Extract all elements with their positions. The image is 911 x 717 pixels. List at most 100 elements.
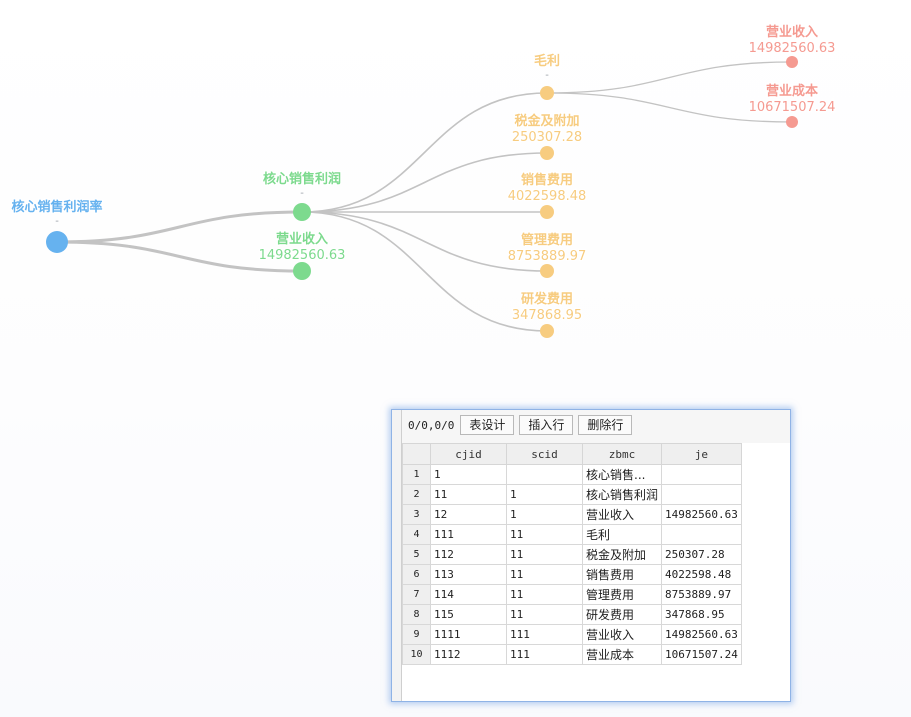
node-circle[interactable] [540,324,554,338]
cell-je[interactable]: 14982560.63 [661,624,742,645]
node-circle[interactable] [540,146,554,160]
node-circle[interactable] [293,203,311,221]
column-header-zbmc[interactable]: zbmc [581,443,663,465]
cell-zbmc[interactable]: 营业收入 [581,624,663,645]
cell-scid[interactable]: 11 [506,544,583,565]
cell-je[interactable]: 10671507.24 [661,644,742,665]
node-circle[interactable] [46,231,68,253]
row-number-cell[interactable]: 2 [402,484,431,505]
cell-scid[interactable]: 1 [506,484,583,505]
delete-row-button[interactable]: 删除行 [578,415,633,435]
cell-cjid[interactable]: 1112 [430,644,507,665]
cell-scid[interactable]: 111 [506,624,583,645]
column-header-scid[interactable]: scid [506,443,583,465]
tree-node[interactable]: 核心销售利润- [262,170,342,221]
pager-text: 0/0,0/0 [408,418,455,432]
cell-zbmc[interactable]: 研发费用 [581,604,663,625]
cell-je[interactable]: 347868.95 [661,604,742,625]
cell-cjid[interactable]: 11 [430,484,507,505]
row-number-cell[interactable]: 1 [402,464,431,485]
cell-je[interactable] [661,464,742,485]
cell-cjid[interactable]: 1 [430,464,507,485]
cell-je[interactable]: 4022598.48 [661,564,742,585]
cell-scid[interactable]: 11 [506,524,583,545]
tree-node[interactable]: 核心销售利润率- [10,198,104,253]
cell-je[interactable] [661,524,742,545]
node-value: 14982560.63 [749,41,836,56]
tree-link [56,240,303,273]
row-number-cell[interactable]: 8 [402,604,431,625]
cell-cjid[interactable]: 112 [430,544,507,565]
cell-cjid[interactable]: 1111 [430,624,507,645]
cell-zbmc[interactable]: 税金及附加 [581,544,663,565]
tree-node[interactable]: 毛利- [533,52,561,100]
cell-scid[interactable] [506,464,583,485]
node-circle[interactable] [540,205,554,219]
cell-cjid[interactable]: 113 [430,564,507,585]
cell-zbmc[interactable]: 营业成本 [581,644,663,665]
insert-row-button[interactable]: 插入行 [519,415,574,435]
cell-zbmc[interactable]: 营业收入 [581,504,663,525]
cell-zbmc[interactable]: 核心销售... [581,464,663,485]
cell-zbmc[interactable]: 管理费用 [581,584,663,605]
cell-zbmc[interactable]: 核心销售利润 [581,484,663,505]
table-design-button[interactable]: 表设计 [460,415,515,435]
column-header-je[interactable]: je [661,443,742,465]
column-header-cjid[interactable]: cjid [430,443,507,465]
row-number-cell[interactable]: 4 [402,524,431,545]
cell-zbmc[interactable]: 毛利 [581,524,663,545]
node-circle[interactable] [786,116,798,128]
row-number-cell[interactable]: 6 [402,564,431,585]
row-number-cell[interactable]: 9 [402,624,431,645]
cell-je[interactable]: 8753889.97 [661,584,742,605]
row-number-cell[interactable]: 10 [402,644,431,665]
node-value: 4022598.48 [508,189,587,204]
cell-scid[interactable]: 11 [506,564,583,585]
tree-link [301,152,548,213]
row-number-cell[interactable]: 7 [402,584,431,605]
cell-cjid[interactable]: 115 [430,604,507,625]
node-circle[interactable] [540,86,554,100]
cell-scid[interactable]: 11 [506,584,583,605]
row-number-header[interactable] [402,443,431,465]
cell-zbmc[interactable]: 销售费用 [581,564,663,585]
row-number-cell[interactable]: 5 [402,544,431,565]
node-value: 10671507.24 [749,100,836,115]
node-circle[interactable] [540,264,554,278]
cell-scid[interactable]: 111 [506,644,583,665]
cell-scid[interactable]: 11 [506,604,583,625]
row-number-cell[interactable]: 3 [402,504,431,525]
tree-link [301,211,548,332]
cell-scid[interactable]: 1 [506,504,583,525]
cell-cjid[interactable]: 12 [430,504,507,525]
cell-je[interactable] [661,484,742,505]
node-circle[interactable] [786,56,798,68]
cell-cjid[interactable]: 114 [430,584,507,605]
cell-cjid[interactable]: 111 [430,524,507,545]
node-circle[interactable] [293,262,311,280]
cell-je[interactable]: 14982560.63 [661,504,742,525]
cell-je[interactable]: 250307.28 [661,544,742,565]
